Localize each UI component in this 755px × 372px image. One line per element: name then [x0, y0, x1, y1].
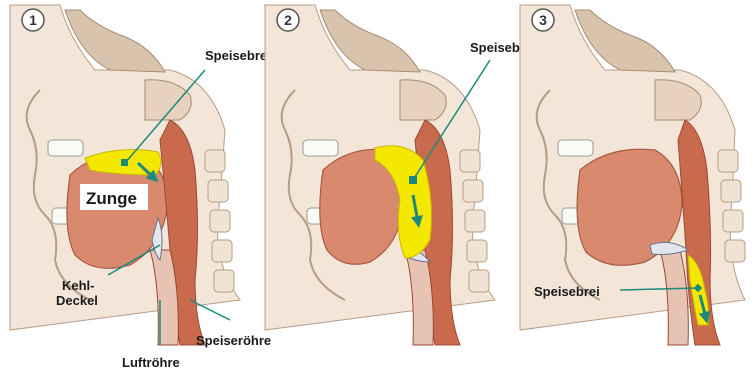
panel-3: 3 Speisebrei: [520, 5, 745, 345]
panel-3-number: 3: [539, 12, 547, 28]
label-tongue: Zunge: [86, 189, 137, 208]
label-esophagus: Speiseröhre: [196, 333, 271, 348]
panel-1-number: 1: [29, 12, 37, 28]
panel-2-number: 2: [284, 12, 292, 28]
pointer-dot-bolus-1: [121, 159, 128, 166]
label-bolus-1: Speisebrei: [205, 48, 271, 63]
panel-1: 1 Speisebrei Zunge Kehl- Deckel Speiserö…: [10, 5, 271, 370]
label-epiglottis-line2: Deckel: [56, 293, 98, 308]
panel-2: 2 Speisebrei: [265, 5, 536, 345]
upper-teeth: [303, 140, 338, 156]
label-trachea: Luftröhre: [122, 355, 180, 370]
label-bolus-3: Speisebrei: [534, 284, 600, 299]
pointer-dot-bolus-2: [409, 176, 417, 184]
label-epiglottis-line1: Kehl-: [62, 278, 95, 293]
upper-teeth: [48, 140, 83, 156]
upper-teeth: [558, 140, 593, 156]
